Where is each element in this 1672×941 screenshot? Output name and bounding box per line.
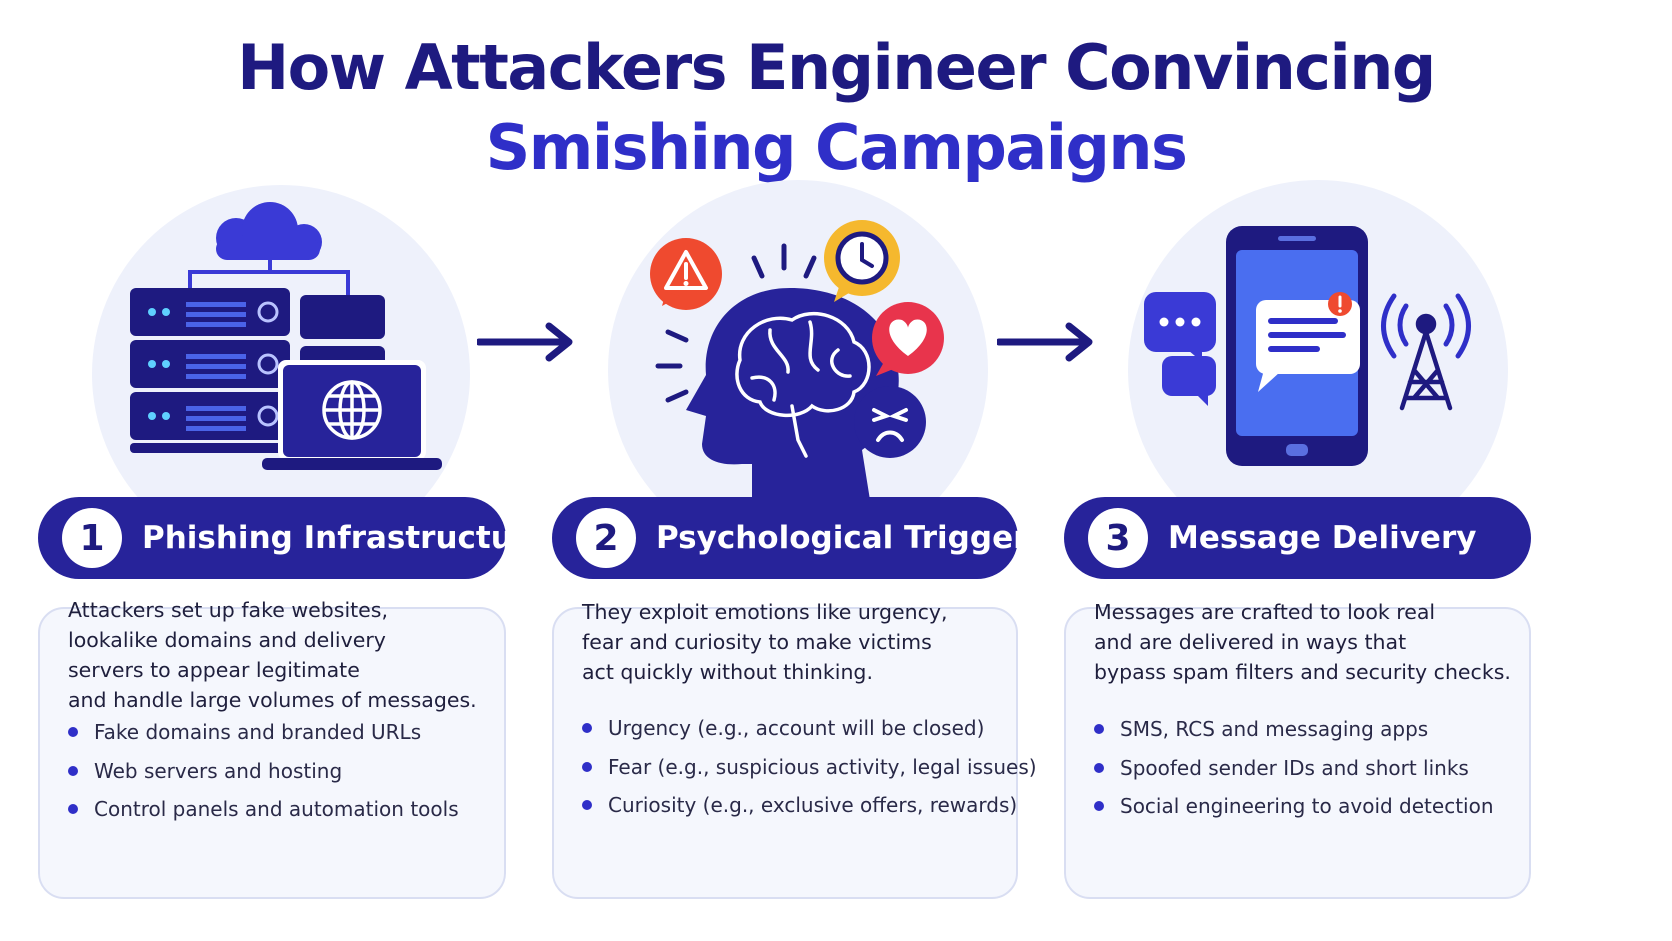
description-line: bypass spam filters and security checks. <box>1094 660 1511 684</box>
title-line-1: How Attackers Engineer Convincing <box>237 31 1436 104</box>
step-3-description: Messages are crafted to look real and ar… <box>1094 597 1511 687</box>
step-1-description: Attackers set up fake websites, lookalik… <box>68 595 477 715</box>
step-2-bullets: Urgency (e.g., account will be closed) F… <box>582 709 1037 825</box>
arrow-right-icon <box>997 322 1093 362</box>
bullet-dot <box>1094 762 1104 773</box>
bullet-dot <box>1094 724 1104 735</box>
description-line: and handle large volumes of messages. <box>68 688 477 712</box>
step-card-3: Messages are crafted to look real and ar… <box>1064 600 1531 899</box>
phone-message-tower-icon <box>1144 226 1471 466</box>
server-laptop-cloud-icon <box>130 202 442 470</box>
page-title: How Attackers Engineer Convincing Smishi… <box>0 28 1672 188</box>
description-line: lookalike domains and delivery <box>68 628 386 652</box>
bullet-text: Curiosity (e.g., exclusive offers, rewar… <box>608 793 1018 818</box>
description-line: Messages are crafted to look real <box>1094 600 1436 624</box>
bullet-dot <box>1094 801 1104 812</box>
step-1-bullets: Fake domains and branded URLs Web server… <box>68 713 459 829</box>
bullet-text: Fake domains and branded URLs <box>94 720 422 745</box>
bullet-item: SMS, RCS and messaging apps <box>1094 710 1494 749</box>
step-card-1: Attackers set up fake websites, lookalik… <box>38 598 506 899</box>
step-header-1: 1 Phishing Infrastructure <box>38 497 549 579</box>
bullet-dot <box>68 765 78 776</box>
bullet-dot <box>68 804 78 815</box>
step-header-3: 3 Message Delivery <box>1064 497 1531 579</box>
bullet-text: Fear (e.g., suspicious activity, legal i… <box>608 754 1037 779</box>
bullet-dot <box>582 761 592 772</box>
bullet-text: Social engineering to avoid detection <box>1120 794 1494 819</box>
bullet-item: Fake domains and branded URLs <box>68 713 459 752</box>
title-line-2: Smishing Campaigns <box>485 111 1188 184</box>
bullet-item: Spoofed sender IDs and short links <box>1094 749 1494 788</box>
step-title: Phishing Infrastructure <box>142 520 550 556</box>
step-2-description: They exploit emotions like urgency, fear… <box>582 597 948 687</box>
step-3-bullets: SMS, RCS and messaging apps Spoofed send… <box>1094 710 1494 826</box>
bullet-dot <box>582 723 592 734</box>
brain-head-emotions-icon <box>650 220 944 500</box>
description-line: act quickly without thinking. <box>582 660 873 684</box>
description-line: Attackers set up fake websites, <box>68 598 388 622</box>
bullet-item: Urgency (e.g., account will be closed) <box>582 709 1037 748</box>
step-header-2: 2 Psychological Triggers <box>552 497 1047 579</box>
description-line: fear and curiosity to make victims <box>582 630 932 654</box>
bullet-item: Fear (e.g., suspicious activity, legal i… <box>582 748 1037 787</box>
bullet-item: Web servers and hosting <box>68 752 459 791</box>
bullet-text: Urgency (e.g., account will be closed) <box>608 716 985 741</box>
bullet-dot <box>68 727 78 738</box>
bullet-text: SMS, RCS and messaging apps <box>1120 717 1429 742</box>
bullet-item: Control panels and automation tools <box>68 790 459 829</box>
step-number: 1 <box>62 508 122 568</box>
description-line: servers to appear legitimate <box>68 658 360 682</box>
bullet-item: Social engineering to avoid detection <box>1094 787 1494 826</box>
description-line: They exploit emotions like urgency, <box>582 600 948 624</box>
bullet-item: Curiosity (e.g., exclusive offers, rewar… <box>582 786 1037 825</box>
bullet-text: Spoofed sender IDs and short links <box>1120 755 1469 780</box>
step-title: Psychological Triggers <box>656 520 1047 556</box>
arrow-right-icon <box>477 322 573 362</box>
step-card-2: They exploit emotions like urgency, fear… <box>552 600 1037 899</box>
bullet-dot <box>582 800 592 811</box>
bullet-text: Web servers and hosting <box>94 758 343 783</box>
description-line: and are delivered in ways that <box>1094 630 1407 654</box>
step-number: 3 <box>1088 508 1148 568</box>
bullet-text: Control panels and automation tools <box>94 797 459 822</box>
step-number: 2 <box>576 508 636 568</box>
step-title: Message Delivery <box>1168 520 1477 556</box>
